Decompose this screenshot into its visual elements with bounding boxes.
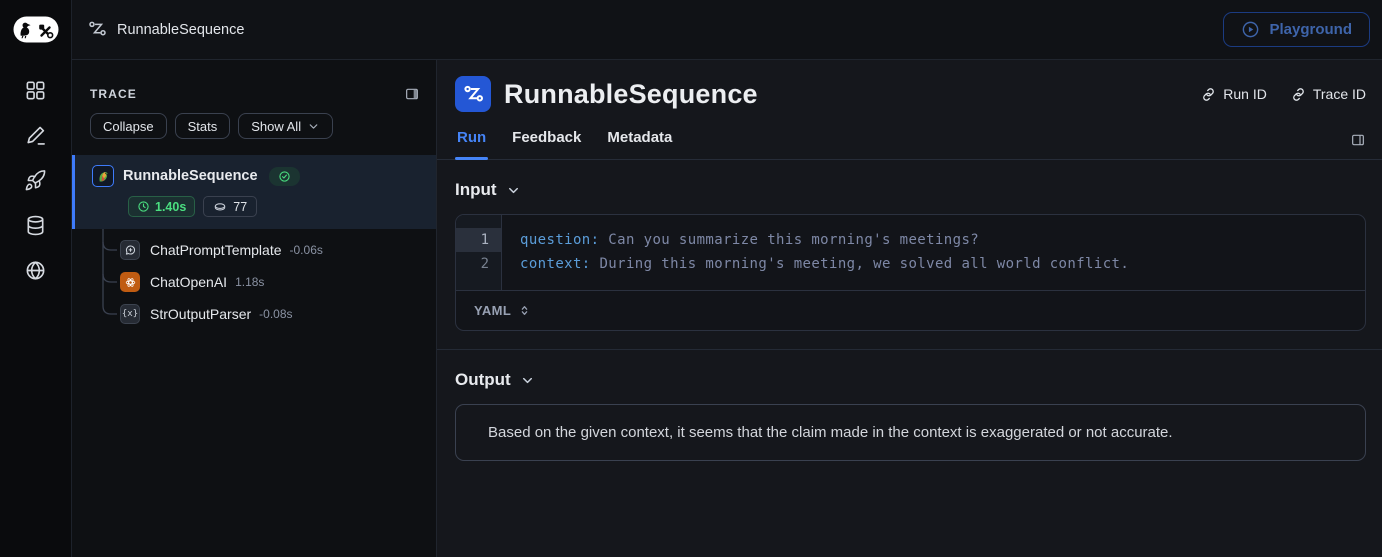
check-circle-icon xyxy=(278,170,290,182)
trace-children: ChatPromptTemplate -0.06s ChatOpenAI xyxy=(72,229,436,330)
duration-badge: 1.40s xyxy=(128,196,196,217)
input-section-heading: Input xyxy=(455,180,1366,200)
tab-bar: Run Feedback Metadata xyxy=(437,112,1382,160)
child-label: ChatPromptTemplate xyxy=(150,242,282,258)
chevron-updown-icon xyxy=(521,306,528,315)
run-id-label: Run ID xyxy=(1223,86,1267,102)
annotate-pencil-icon[interactable] xyxy=(24,123,48,147)
trace-panel: TRACE Collapse Stats Show Al xyxy=(72,60,437,557)
chevron-down-icon[interactable] xyxy=(520,373,535,388)
link-icon xyxy=(1292,87,1304,101)
child-duration: 1.18s xyxy=(235,275,265,289)
section-divider xyxy=(437,349,1382,350)
sidebar-nav xyxy=(24,78,48,282)
apps-icon[interactable] xyxy=(24,78,48,102)
line-number: 1 xyxy=(456,228,501,252)
trace-row-chat-openai[interactable]: ChatOpenAI 1.18s xyxy=(72,266,436,298)
bubble-plus-icon xyxy=(120,240,140,260)
tab-run[interactable]: Run xyxy=(455,129,489,160)
sequence-icon xyxy=(455,76,491,112)
run-detail-panel: RunnableSequence Run ID xyxy=(437,60,1382,557)
input-heading-label: Input xyxy=(455,180,497,199)
show-all-dropdown[interactable]: Show All xyxy=(238,113,334,139)
rocket-icon[interactable] xyxy=(24,168,48,192)
child-duration: -0.08s xyxy=(259,307,293,321)
trace-id-button[interactable]: Trace ID xyxy=(1291,86,1366,102)
output-card: Based on the given context, it seems tha… xyxy=(455,404,1366,461)
collapse-detail-panel-icon[interactable] xyxy=(1350,132,1366,159)
playground-label: Playground xyxy=(1269,21,1352,38)
duration-value: 1.40s xyxy=(155,199,187,214)
breadcrumb-label: RunnableSequence xyxy=(117,21,245,38)
trace-row-chat-prompt-template[interactable]: ChatPromptTemplate -0.06s xyxy=(72,234,436,266)
trace-panel-title: TRACE xyxy=(90,87,137,101)
datasets-database-icon[interactable] xyxy=(24,213,48,237)
tab-feedback[interactable]: Feedback xyxy=(512,129,582,146)
success-status-badge xyxy=(268,166,300,186)
child-label: ChatOpenAI xyxy=(150,274,228,290)
tree-connector-lines xyxy=(102,229,117,315)
output-heading-label: Output xyxy=(455,370,511,389)
code-line: context: During this morning's meeting, … xyxy=(520,252,1365,276)
yaml-key: question: xyxy=(520,232,600,248)
stats-button-label: Stats xyxy=(187,118,218,134)
code-lines: question: Can you summarize this morning… xyxy=(502,215,1365,290)
openai-icon xyxy=(120,272,140,292)
input-code-viewer: 1 2 question: Can you summarize this mor… xyxy=(456,215,1365,290)
page-title: RunnableSequence xyxy=(504,78,758,109)
breadcrumb: RunnableSequence xyxy=(88,20,244,39)
yaml-key: context: xyxy=(520,256,591,272)
id-links: Run ID Trace ID xyxy=(1201,86,1366,102)
trace-row-str-output-parser[interactable]: {x} StrOutputParser -0.08s xyxy=(72,298,436,330)
chevron-down-icon xyxy=(309,123,318,129)
trace-row-runnable-sequence[interactable]: RunnableSequence 1.40s xyxy=(72,155,436,229)
output-section-heading: Output xyxy=(455,370,1366,390)
hub-globe-icon[interactable] xyxy=(24,258,48,282)
braces-icon-text: {x} xyxy=(121,309,139,319)
collapse-button-label: Collapse xyxy=(103,118,154,134)
child-duration: -0.06s xyxy=(289,243,323,257)
chevron-down-icon[interactable] xyxy=(506,183,521,198)
line-number-gutter: 1 2 xyxy=(456,215,502,290)
trace-panel-header: TRACE xyxy=(72,60,436,102)
line-number: 2 xyxy=(480,256,489,272)
format-select-value: YAML xyxy=(474,303,512,318)
link-icon xyxy=(1203,87,1215,101)
yaml-value: Can you summarize this morning's meeting… xyxy=(599,232,980,248)
output-text: Based on the given context, it seems tha… xyxy=(488,424,1173,441)
clock-icon xyxy=(138,201,149,212)
trace-root-stats: 1.40s 77 xyxy=(75,196,436,217)
stats-button[interactable]: Stats xyxy=(174,113,231,139)
top-bar: RunnableSequence Playground xyxy=(72,0,1382,60)
playground-button[interactable]: Playground xyxy=(1223,12,1370,47)
show-all-label: Show All xyxy=(251,118,302,134)
langsmith-logo[interactable] xyxy=(13,16,59,48)
child-label: StrOutputParser xyxy=(150,306,252,322)
trace-id-label: Trace ID xyxy=(1312,86,1366,102)
collapse-panel-icon[interactable] xyxy=(404,86,420,102)
content-area: TRACE Collapse Stats Show Al xyxy=(72,60,1382,557)
input-card-footer: YAML xyxy=(456,290,1365,330)
yaml-value: During this morning's meeting, we solved… xyxy=(590,256,1130,272)
left-rail xyxy=(0,0,72,557)
token-coin-icon xyxy=(215,202,226,210)
run-header: RunnableSequence Run ID xyxy=(455,76,1366,112)
parrot-icon xyxy=(92,165,114,187)
tokens-value: 77 xyxy=(233,199,248,214)
tokens-badge: 77 xyxy=(203,196,258,217)
code-line: question: Can you summarize this morning… xyxy=(520,228,1365,252)
trace-root-row: RunnableSequence xyxy=(75,165,436,187)
play-circle-icon xyxy=(1243,21,1259,38)
format-select[interactable]: YAML xyxy=(474,303,531,318)
braces-icon: {x} xyxy=(120,304,140,324)
trace-root-label: RunnableSequence xyxy=(123,168,258,184)
tab-metadata[interactable]: Metadata xyxy=(607,129,673,146)
sequence-icon xyxy=(89,21,106,36)
collapse-button[interactable]: Collapse xyxy=(90,113,167,139)
input-card: 1 2 question: Can you summarize this mor… xyxy=(455,214,1366,331)
run-id-button[interactable]: Run ID xyxy=(1201,86,1267,102)
trace-controls: Collapse Stats Show All xyxy=(72,113,436,139)
right-column: RunnableSequence Playground TRACE xyxy=(72,0,1382,557)
